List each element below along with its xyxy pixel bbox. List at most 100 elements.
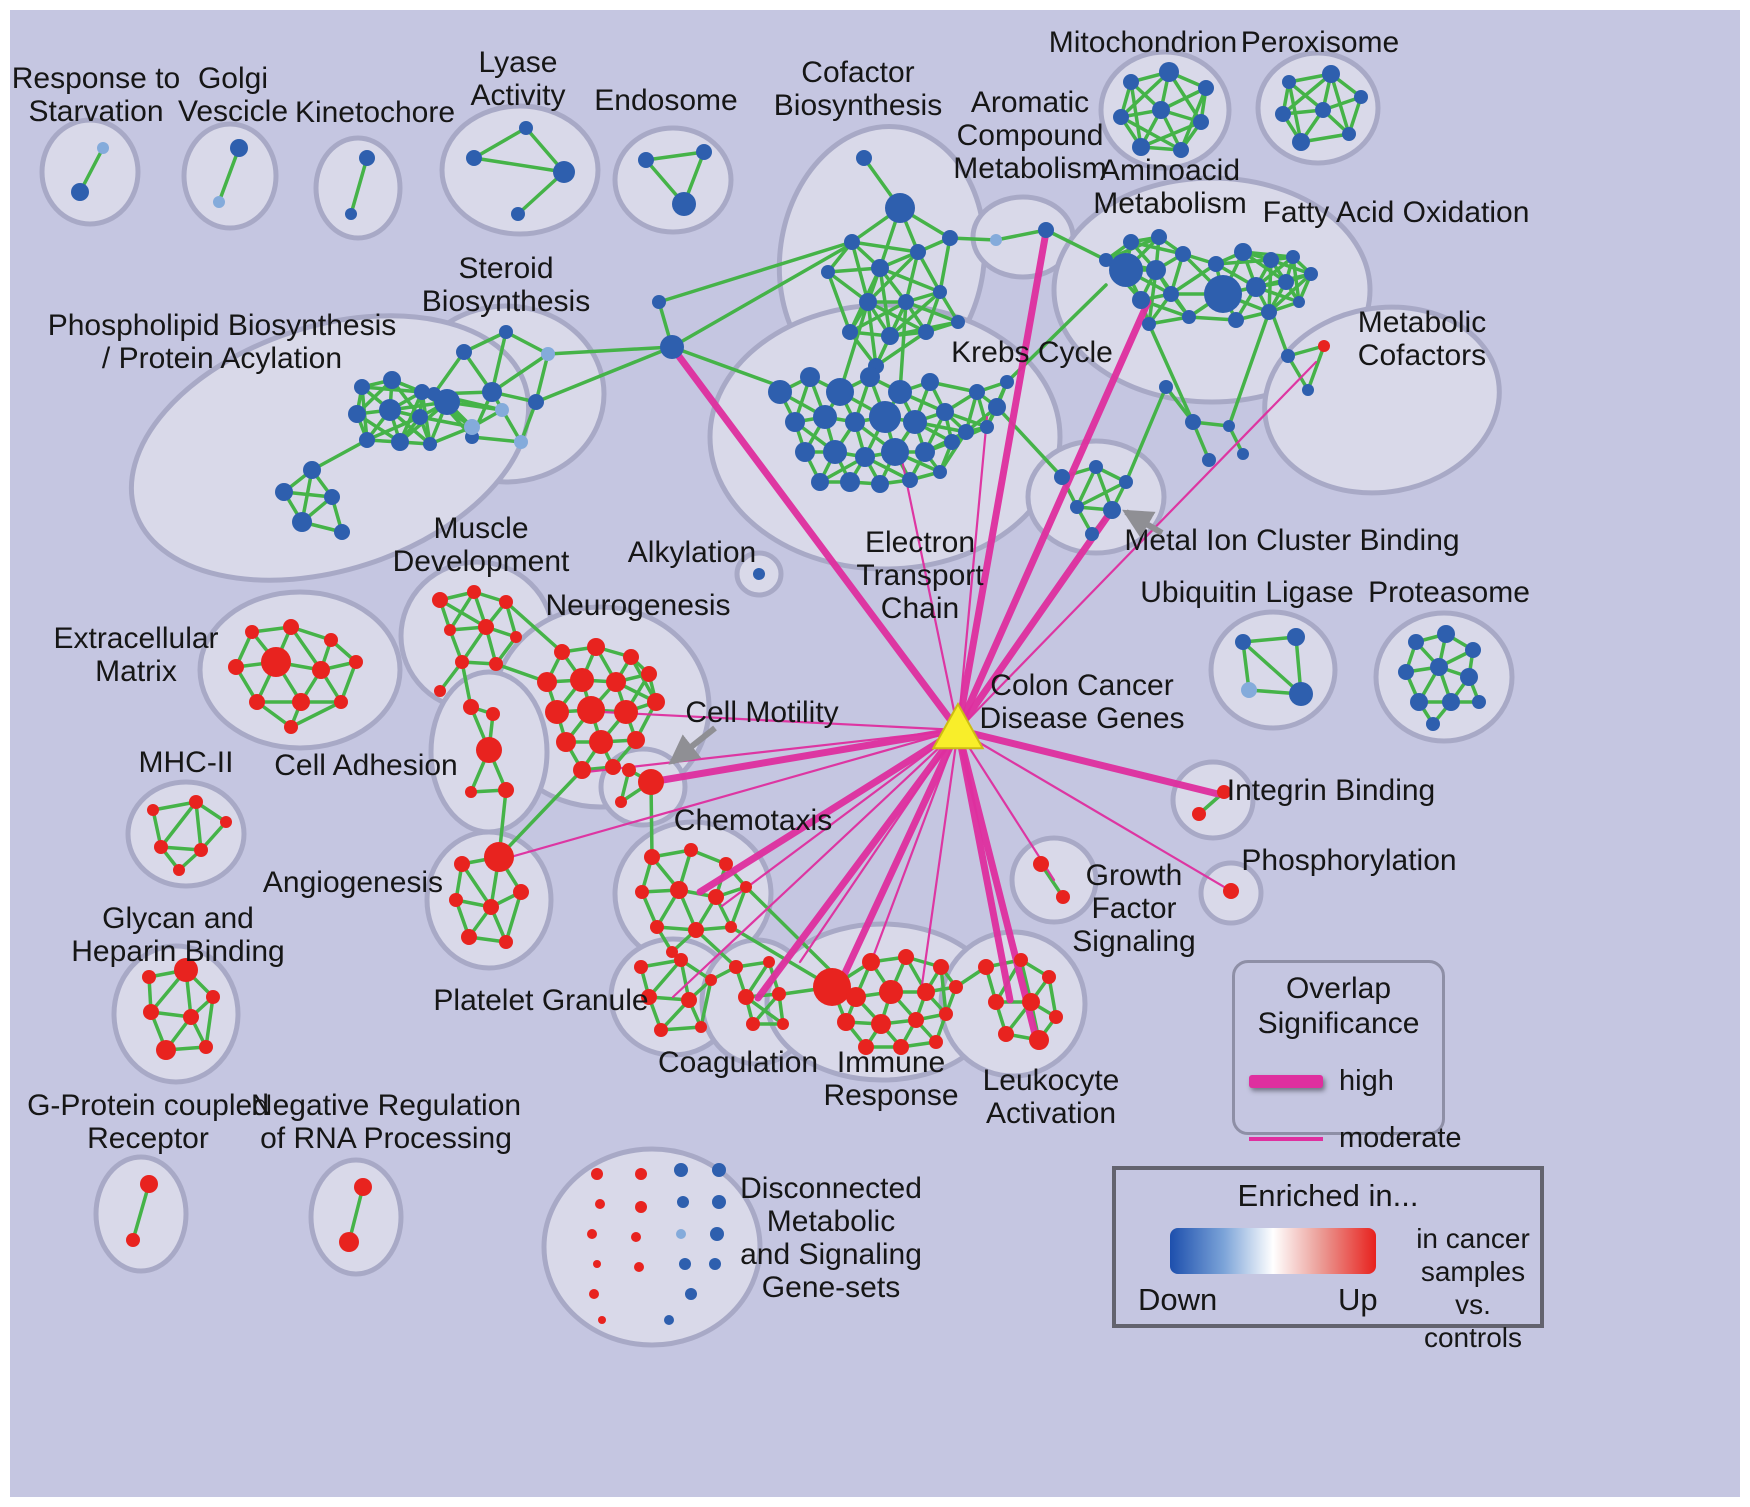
gene-set-node[interactable] bbox=[1460, 668, 1478, 686]
gene-set-node[interactable] bbox=[412, 409, 428, 425]
gene-set-node[interactable] bbox=[1282, 75, 1296, 89]
gene-set-node[interactable] bbox=[654, 1023, 668, 1037]
gene-set-node[interactable] bbox=[660, 335, 684, 359]
gene-set-node[interactable] bbox=[1123, 234, 1139, 250]
gene-set-node[interactable] bbox=[942, 230, 958, 246]
gene-set-node[interactable] bbox=[634, 960, 648, 974]
gene-set-node[interactable] bbox=[1085, 527, 1099, 541]
gene-set-node[interactable] bbox=[1159, 62, 1179, 82]
gene-set-node[interactable] bbox=[1202, 453, 1216, 467]
gene-set-node[interactable] bbox=[681, 992, 697, 1008]
gene-set-node[interactable] bbox=[980, 420, 994, 434]
gene-set-node[interactable] bbox=[740, 881, 752, 893]
gene-set-node[interactable] bbox=[1237, 448, 1249, 460]
gene-set-node[interactable] bbox=[1241, 682, 1257, 698]
gene-set-node[interactable] bbox=[823, 440, 847, 464]
gene-set-node[interactable] bbox=[339, 1232, 359, 1252]
gene-set-node[interactable] bbox=[589, 1289, 599, 1299]
gene-set-node[interactable] bbox=[1056, 890, 1070, 904]
gene-set-node[interactable] bbox=[949, 980, 963, 994]
gene-set-node[interactable] bbox=[465, 786, 477, 798]
gene-set-node[interactable] bbox=[334, 524, 350, 540]
gene-set-node[interactable] bbox=[284, 720, 298, 734]
gene-set-node[interactable] bbox=[1281, 349, 1295, 363]
gene-set-node[interactable] bbox=[1410, 693, 1428, 711]
gene-set-node[interactable] bbox=[434, 685, 446, 697]
gene-set-node[interactable] bbox=[220, 816, 232, 828]
gene-set-node[interactable] bbox=[1354, 90, 1368, 104]
gene-set-node[interactable] bbox=[1315, 102, 1331, 118]
gene-set-node[interactable] bbox=[484, 842, 514, 872]
gene-set-node[interactable] bbox=[1182, 310, 1196, 324]
gene-set-node[interactable] bbox=[454, 856, 470, 872]
gene-set-node[interactable] bbox=[249, 694, 265, 710]
gene-set-node[interactable] bbox=[635, 1168, 647, 1180]
gene-set-node[interactable] bbox=[570, 668, 594, 692]
gene-set-node[interactable] bbox=[541, 347, 555, 361]
gene-set-node[interactable] bbox=[1022, 993, 1040, 1011]
gene-set-node[interactable] bbox=[230, 139, 248, 157]
gene-set-node[interactable] bbox=[623, 649, 639, 665]
gene-set-node[interactable] bbox=[1123, 74, 1139, 90]
gene-set-node[interactable] bbox=[644, 849, 660, 865]
gene-set-node[interactable] bbox=[593, 1260, 601, 1268]
gene-set-node[interactable] bbox=[324, 633, 338, 647]
gene-set-node[interactable] bbox=[514, 435, 528, 449]
gene-set-node[interactable] bbox=[1163, 286, 1179, 302]
gene-set-node[interactable] bbox=[837, 1013, 855, 1031]
gene-set-node[interactable] bbox=[495, 403, 509, 417]
gene-set-node[interactable] bbox=[71, 183, 89, 201]
gene-set-node[interactable] bbox=[840, 472, 860, 492]
gene-set-node[interactable] bbox=[674, 1163, 688, 1177]
gene-set-node[interactable] bbox=[785, 412, 805, 432]
gene-set-node[interactable] bbox=[670, 881, 688, 899]
gene-set-node[interactable] bbox=[519, 121, 533, 135]
gene-set-node[interactable] bbox=[936, 403, 954, 421]
gene-set-node[interactable] bbox=[845, 412, 865, 432]
gene-set-node[interactable] bbox=[684, 843, 698, 857]
gene-set-node[interactable] bbox=[1342, 127, 1356, 141]
gene-set-node[interactable] bbox=[860, 367, 880, 387]
gene-set-node[interactable] bbox=[652, 295, 666, 309]
gene-set-node[interactable] bbox=[213, 196, 225, 208]
gene-set-node[interactable] bbox=[988, 994, 1004, 1010]
gene-set-node[interactable] bbox=[944, 434, 960, 450]
disease-genes-hub[interactable] bbox=[931, 701, 985, 750]
gene-set-node[interactable] bbox=[1228, 312, 1244, 328]
gene-set-node[interactable] bbox=[142, 970, 156, 984]
gene-set-node[interactable] bbox=[813, 405, 837, 429]
gene-set-node[interactable] bbox=[537, 672, 557, 692]
gene-set-node[interactable] bbox=[1302, 384, 1314, 396]
gene-set-node[interactable] bbox=[1408, 634, 1424, 650]
gene-set-node[interactable] bbox=[709, 1258, 721, 1270]
gene-set-node[interactable] bbox=[772, 987, 786, 1001]
gene-set-node[interactable] bbox=[1132, 291, 1150, 309]
gene-set-node[interactable] bbox=[1289, 682, 1313, 706]
gene-set-node[interactable] bbox=[528, 394, 544, 410]
gene-set-node[interactable] bbox=[467, 585, 481, 599]
gene-set-node[interactable] bbox=[455, 655, 469, 669]
gene-set-node[interactable] bbox=[140, 1175, 158, 1193]
gene-set-node[interactable] bbox=[871, 1014, 891, 1034]
gene-set-node[interactable] bbox=[292, 512, 312, 532]
gene-set-node[interactable] bbox=[489, 657, 503, 671]
gene-set-node[interactable] bbox=[414, 384, 430, 400]
gene-set-node[interactable] bbox=[990, 234, 1002, 246]
gene-set-node[interactable] bbox=[1234, 243, 1252, 261]
gene-set-node[interactable] bbox=[641, 989, 657, 1005]
gene-set-node[interactable] bbox=[183, 1009, 199, 1025]
gene-set-node[interactable] bbox=[1398, 664, 1414, 680]
gene-set-node[interactable] bbox=[921, 373, 939, 391]
gene-set-node[interactable] bbox=[499, 935, 513, 949]
gene-set-node[interactable] bbox=[768, 380, 792, 404]
gene-set-node[interactable] bbox=[634, 1262, 644, 1272]
gene-set-node[interactable] bbox=[677, 1196, 689, 1208]
gene-set-node[interactable] bbox=[1198, 80, 1214, 96]
gene-set-node[interactable] bbox=[719, 857, 733, 871]
gene-set-node[interactable] bbox=[685, 1288, 697, 1300]
gene-set-node[interactable] bbox=[598, 1316, 606, 1324]
gene-set-node[interactable] bbox=[688, 922, 704, 938]
gene-set-node[interactable] bbox=[334, 695, 348, 709]
gene-set-node[interactable] bbox=[821, 265, 835, 279]
gene-set-node[interactable] bbox=[1173, 142, 1189, 158]
